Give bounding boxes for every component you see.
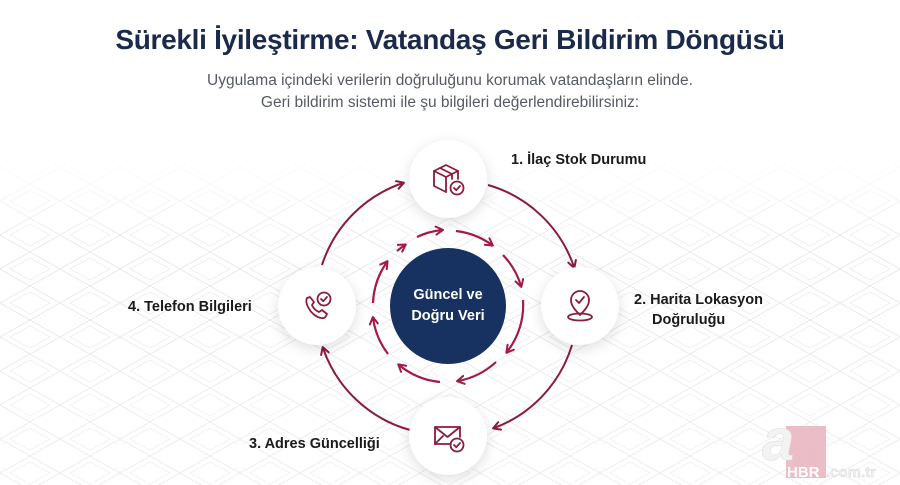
- inner-cycle-arrows: [368, 225, 525, 385]
- map-pin-check-icon: [567, 290, 593, 322]
- step-2-node: [541, 267, 619, 345]
- step-2-label: 2. Harita Lokasyon Doğruluğu: [634, 290, 763, 330]
- step-1-label: 1. İlaç Stok Durumu: [511, 152, 647, 168]
- step-2-label-line-1: 2. Harita Lokasyon: [634, 292, 763, 308]
- step-3-label: 3. Adres Güncelliği: [249, 436, 380, 452]
- subtitle-line-2: Geri bildirim sistemi ile şu bilgileri d…: [260, 94, 640, 111]
- package-check-icon: [433, 164, 465, 196]
- hbr-watermark-logo: a HBR .com.tr: [762, 408, 877, 480]
- svg-text:.com.tr: .com.tr: [826, 464, 876, 480]
- step-3-node: [409, 397, 487, 475]
- step-2-label-line-2: Doğruluğu: [652, 312, 726, 328]
- subtitle-line-1: Uygulama içindeki verilerin doğruluğunu …: [207, 72, 693, 89]
- outer-cycle-arrows: [320, 180, 577, 431]
- center-line-2: Doğru Veri: [411, 308, 485, 324]
- step-4-node: [278, 267, 356, 345]
- page-subtitle: Uygulama içindeki verilerin doğruluğunu …: [0, 70, 900, 114]
- mail-check-icon: [434, 426, 465, 453]
- step-4-label: 4. Telefon Bilgileri: [128, 299, 252, 315]
- phone-check-icon: [305, 291, 332, 320]
- svg-text:HBR: HBR: [787, 464, 820, 480]
- center-circle: Güncel ve Doğru Veri: [390, 248, 506, 364]
- page-title: Sürekli İyileştirme: Vatandaş Geri Bildi…: [115, 24, 785, 55]
- svg-text:a: a: [762, 408, 794, 473]
- step-1-node: [409, 140, 487, 218]
- center-line-1: Güncel ve: [413, 287, 483, 303]
